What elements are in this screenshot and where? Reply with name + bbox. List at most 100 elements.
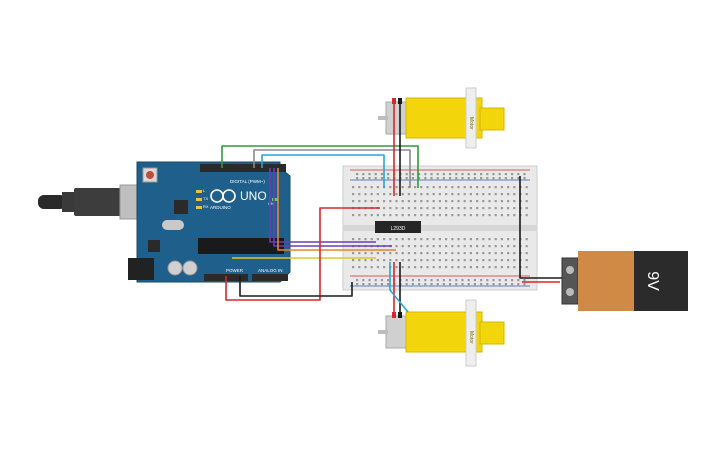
breadboard-hole [451, 200, 454, 203]
breadboard-hole [457, 207, 460, 210]
breadboard-hole [517, 279, 520, 282]
breadboard-hole [451, 259, 454, 262]
breadboard-hole [467, 177, 470, 180]
wire-purple-2[interactable] [273, 168, 392, 247]
breadboard-hole [358, 238, 361, 241]
breadboard[interactable] [342, 165, 538, 291]
breadboard-hole [414, 193, 417, 196]
breadboard-hole [438, 200, 441, 203]
l293d-driver-chip[interactable]: L293D [375, 221, 421, 233]
breadboard-hole [488, 207, 491, 210]
wire-gray[interactable] [253, 149, 411, 188]
breadboard-hole [513, 186, 516, 189]
breadboard-hole [482, 259, 485, 262]
breadboard-hole [352, 238, 355, 241]
breadboard-hole [494, 186, 497, 189]
breadboard-hole [457, 186, 460, 189]
wire-red-main[interactable] [225, 207, 380, 301]
breadboard-hole [383, 200, 386, 203]
breadboard-hole [376, 266, 379, 269]
breadboard-hole [494, 266, 497, 269]
breadboard-hole [451, 193, 454, 196]
motor-top[interactable]: Motor [378, 87, 505, 149]
breadboard-hole [449, 173, 452, 176]
wire-orange[interactable] [277, 168, 396, 251]
breadboard-hole [525, 266, 528, 269]
breadboard-hole [482, 207, 485, 210]
breadboard-hole [411, 177, 414, 180]
wire-black-battery[interactable] [519, 176, 562, 279]
breadboard-hole [401, 266, 404, 269]
breadboard-hole [395, 259, 398, 262]
breadboard-hole [438, 214, 441, 217]
breadboard-hole [507, 207, 510, 210]
breadboard-hole [370, 266, 373, 269]
breadboard-hole [374, 177, 377, 180]
breadboard-hole [411, 279, 414, 282]
breadboard-hole [405, 177, 408, 180]
breadboard-hole [430, 279, 433, 282]
analog-in-label: ANALOG IN [258, 268, 283, 273]
breadboard-hole [414, 245, 417, 248]
breadboard-hole [511, 279, 514, 282]
breadboard-hole [486, 177, 489, 180]
breadboard-hole [420, 200, 423, 203]
breadboard-hole [492, 173, 495, 176]
breadboard-hole [370, 186, 373, 189]
breadboard-hole [368, 177, 371, 180]
breadboard-hole [498, 173, 501, 176]
motor-bottom[interactable]: Motor [378, 299, 505, 367]
breadboard-hole [376, 238, 379, 241]
wire-green[interactable] [221, 145, 419, 188]
breadboard-hole [414, 186, 417, 189]
breadboard-hole [507, 252, 510, 255]
arduino-uno-board[interactable]: UNO ARDUINO DIGITAL (PWM~) POWER ANALOG … [128, 161, 291, 283]
breadboard-hole [387, 177, 390, 180]
breadboard-hole [395, 266, 398, 269]
wire-black-main[interactable] [239, 276, 353, 297]
breadboard-hole [432, 186, 435, 189]
breadboard-hole [414, 200, 417, 203]
breadboard-hole [504, 173, 507, 176]
breadboard-hole [523, 283, 526, 286]
breadboard-hole [504, 283, 507, 286]
breadboard-hole [362, 173, 365, 176]
breadboard-hole [525, 186, 528, 189]
breadboard-hole [445, 186, 448, 189]
breadboard-hole [455, 177, 458, 180]
breadboard-hole [420, 266, 423, 269]
breadboard-hole [525, 207, 528, 210]
breadboard-hole [463, 245, 466, 248]
breadboard-hole [486, 173, 489, 176]
breadboard-hole [401, 200, 404, 203]
wire-purple-1[interactable] [269, 168, 376, 243]
breadboard-hole [368, 173, 371, 176]
breadboard-hole [374, 173, 377, 176]
breadboard-hole [513, 252, 516, 255]
breadboard-hole [374, 279, 377, 282]
breadboard-hole [407, 259, 410, 262]
breadboard-hole [476, 245, 479, 248]
breadboard-hole [383, 266, 386, 269]
breadboard-hole [488, 186, 491, 189]
analog-header [252, 274, 288, 281]
breadboard-hole [488, 193, 491, 196]
breadboard-hole [442, 173, 445, 176]
breadboard-hole [401, 238, 404, 241]
breadboard-hole [494, 207, 497, 210]
battery-9v[interactable]: 9V [561, 251, 688, 311]
breadboard-hole [368, 283, 371, 286]
breadboard-hole [376, 193, 379, 196]
breadboard-hole [445, 259, 448, 262]
wire-blue-bottom[interactable] [389, 262, 409, 313]
on-label: ON [268, 201, 274, 206]
breadboard-hole [426, 259, 429, 262]
breadboard-hole [364, 200, 367, 203]
breadboard-hole [436, 279, 439, 282]
breadboard-hole [380, 177, 383, 180]
l293d-label: L293D [391, 226, 406, 232]
breadboard-hole [352, 266, 355, 269]
breadboard-hole [473, 279, 476, 282]
wire-blue[interactable] [261, 154, 385, 188]
breadboard-hole [352, 259, 355, 262]
